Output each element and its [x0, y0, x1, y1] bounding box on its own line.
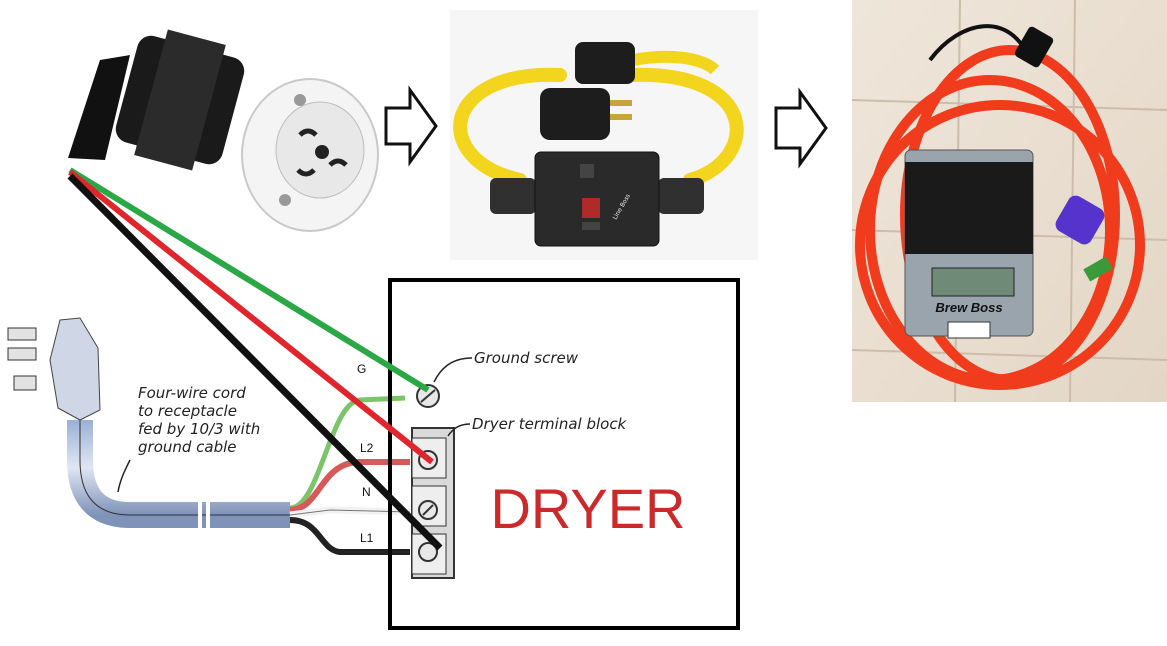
cord-label-line3: fed by 10/3 with [138, 420, 260, 438]
brew-boss-photo: Brew Boss [851, 0, 1167, 403]
g-terminal-label: G [357, 362, 366, 376]
gfci-adapter-photo: Line Boss [450, 10, 758, 260]
arrow-right-icon-1 [384, 85, 438, 167]
terminal-block-label: Dryer terminal block [472, 415, 628, 433]
brew-boss-brand: Brew Boss [935, 300, 1002, 315]
terminal-block-leader [447, 423, 471, 437]
cord-leader [117, 459, 131, 493]
l2-terminal-label: L2 [360, 441, 374, 455]
ground-screw [416, 384, 440, 408]
dryer-label: DRYER [490, 477, 685, 540]
four-wire-plug-illustration [7, 317, 290, 532]
ground-screw-leader [433, 357, 473, 383]
dryer-box [388, 278, 740, 630]
hot-wire [68, 169, 434, 465]
neutral-wire [67, 173, 443, 551]
receptacle-photo [68, 29, 379, 232]
arrow-right-icon-2 [774, 87, 828, 169]
l1-terminal-label: L1 [360, 531, 374, 545]
cord-label-line4: ground cable [138, 438, 237, 456]
ground-wire [68, 167, 430, 393]
cord-label-line2: to receptacle [138, 402, 237, 420]
n-terminal-label: N [362, 485, 371, 499]
cord-label-line1: Four-wire cord [138, 384, 246, 402]
ground-screw-label: Ground screw [474, 349, 579, 367]
